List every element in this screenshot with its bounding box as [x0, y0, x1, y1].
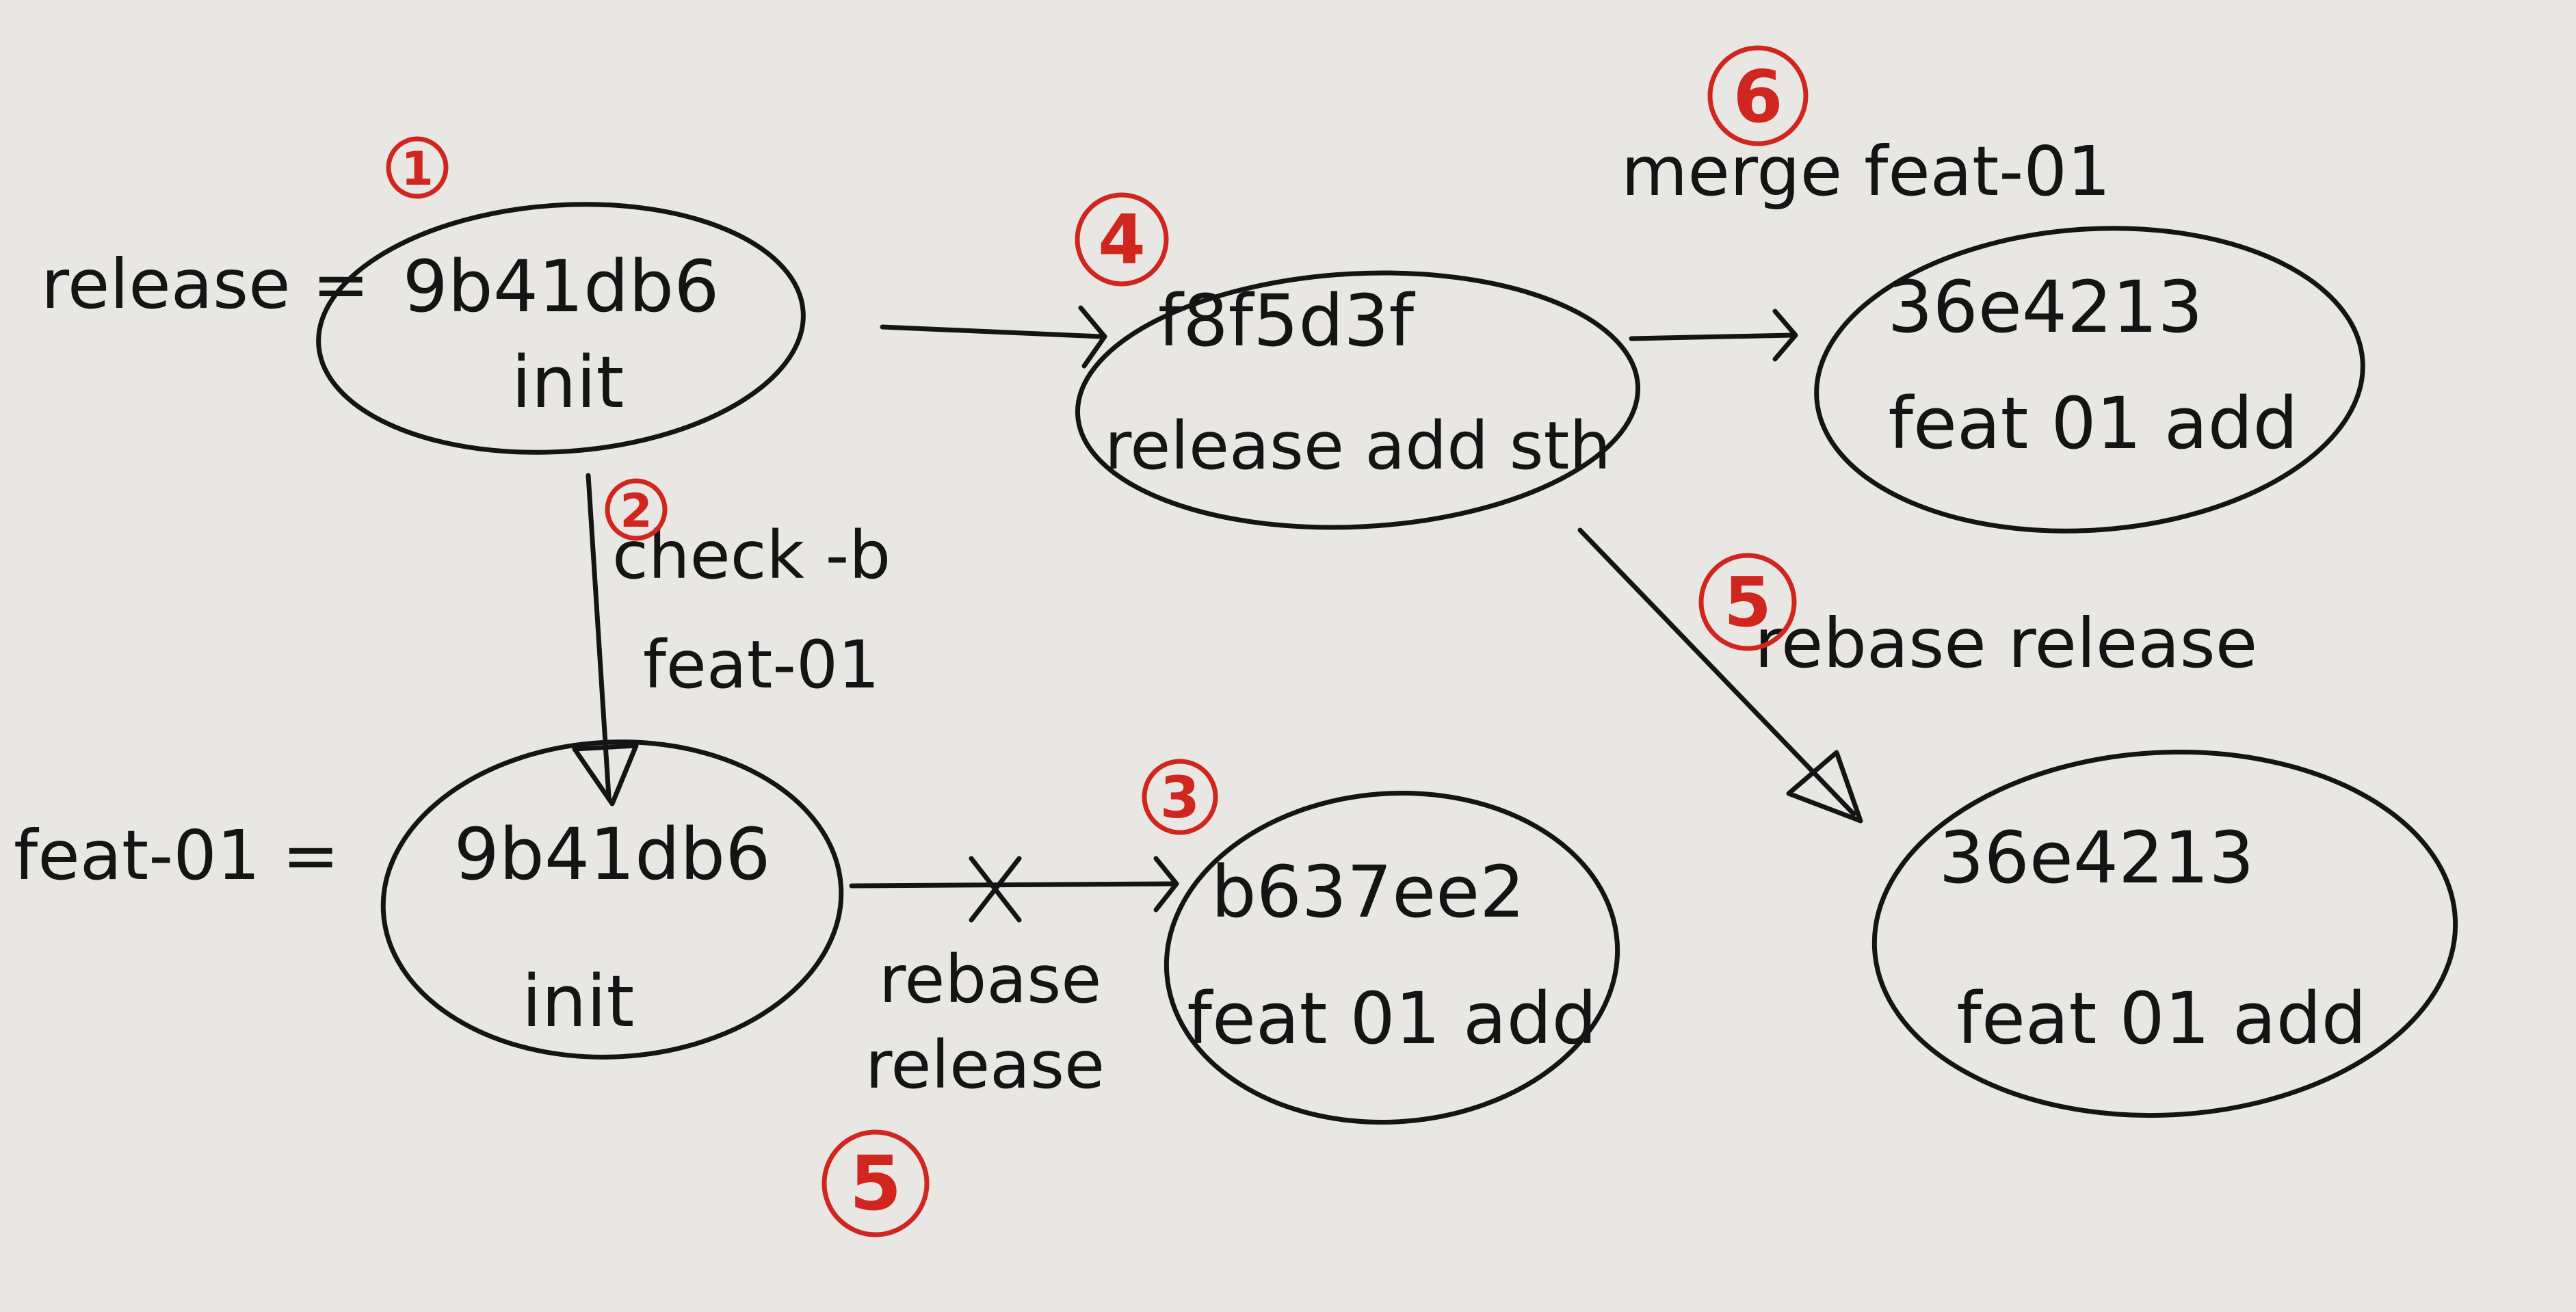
- svg-text:1: 1: [401, 142, 433, 196]
- commit-hash: 9b41db6: [454, 813, 771, 896]
- commit-message: init: [512, 341, 624, 424]
- edge-feat-init-to-feat-add: [849, 856, 1179, 923]
- node-ellipse: [1075, 270, 1641, 530]
- svg-text:4: 4: [1098, 200, 1146, 280]
- commit-hash: f8f5d3f: [1158, 279, 1416, 363]
- commit-message: feat 01 add: [1956, 977, 2366, 1060]
- commit-hash: 36e4213: [1939, 816, 2255, 900]
- commit-node-rebased[interactable]: 36e4213 feat 01 add: [1865, 737, 2465, 1130]
- svg-text:6: 6: [1733, 55, 1783, 139]
- release-branch-label: release =: [41, 244, 369, 324]
- feat-branch-label: feat-01 =: [14, 815, 339, 895]
- node-ellipse: [1814, 226, 2365, 534]
- arrowhead: [1153, 856, 1179, 913]
- commit-node-release-init[interactable]: 9b41db6 init: [310, 189, 811, 469]
- arrowhead: [1786, 750, 1863, 824]
- arrowhead: [1078, 305, 1107, 369]
- commit-hash: 36e4213: [1888, 265, 2203, 349]
- commit-node-feat-init[interactable]: 9b41db6 init: [375, 731, 849, 1068]
- step-marker-5-bottom: 5: [822, 1129, 930, 1237]
- cross-mark: [969, 856, 1022, 923]
- rebase-bottom-label-line1: rebase: [879, 941, 1101, 1018]
- merge-label: merge feat-01: [1621, 131, 2111, 211]
- arrowhead: [1772, 309, 1798, 362]
- step-marker-3: 3: [1142, 759, 1218, 835]
- commit-node-merged[interactable]: 36e4213 feat 01 add: [1806, 211, 2374, 549]
- edge-merge: [1629, 309, 1798, 362]
- arrowhead: [572, 743, 639, 806]
- svg-text:3: 3: [1160, 764, 1200, 831]
- node-ellipse: [1164, 790, 1620, 1125]
- step-marker-5-right: 5: [1698, 553, 1797, 651]
- svg-text:2: 2: [620, 484, 652, 538]
- commit-message: feat 01 add: [1187, 977, 1596, 1060]
- svg-text:5: 5: [1724, 562, 1772, 642]
- commit-hash: 9b41db6: [403, 245, 720, 328]
- node-ellipse: [316, 202, 806, 455]
- edge-checkout: [572, 473, 639, 806]
- step-marker-6: 6: [1707, 45, 1809, 146]
- commit-message: release add sth: [1105, 408, 1611, 484]
- edge-init-to-release-add: [880, 305, 1107, 369]
- commit-message: feat 01 add: [1888, 382, 2298, 465]
- commit-node-release-add[interactable]: f8f5d3f release add sth: [1071, 259, 1644, 541]
- edge-rebase-release: [1577, 527, 1863, 824]
- step-marker-4: 4: [1075, 192, 1169, 287]
- commit-message: init: [522, 960, 634, 1043]
- node-ellipse: [1871, 749, 2458, 1118]
- checkout-label-line2: feat-01: [643, 627, 880, 703]
- commit-node-feat-add[interactable]: b637ee2 feat 01 add: [1155, 778, 1629, 1138]
- svg-text:5: 5: [850, 1140, 902, 1227]
- commit-hash: b637ee2: [1211, 850, 1525, 934]
- step-marker-1: 1: [386, 136, 449, 199]
- step-marker-2: 2: [605, 478, 668, 541]
- checkout-label-line1: check -b: [612, 517, 891, 594]
- rebase-right-label: rebase release: [1754, 603, 2257, 683]
- rebase-bottom-label-line2: release: [865, 1027, 1105, 1103]
